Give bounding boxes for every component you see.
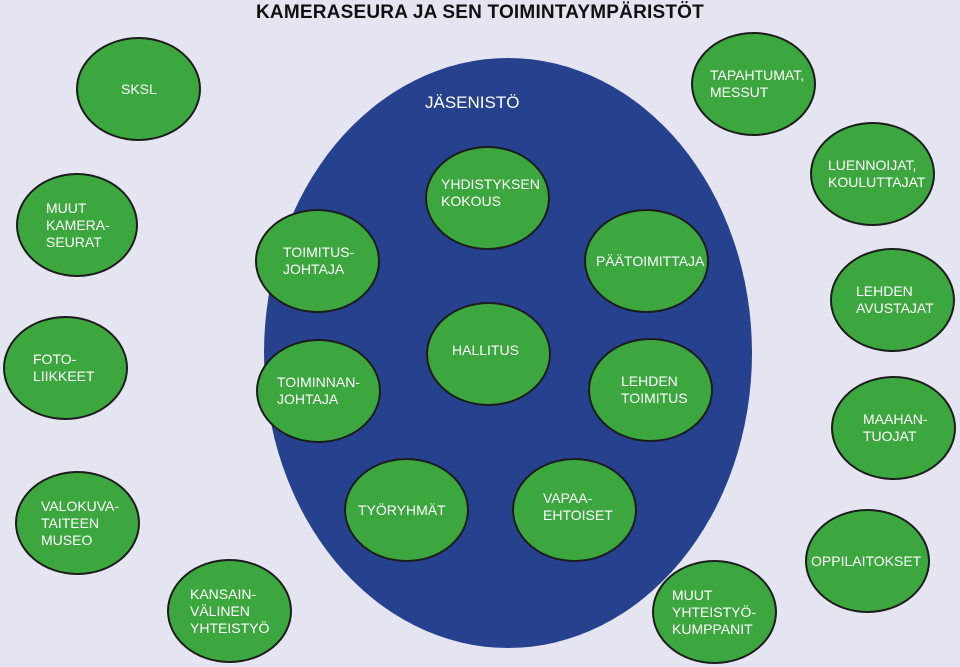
node-tyoryhmat: TYÖRYHMÄT (344, 458, 469, 562)
node-hallitus: HALLITUS (426, 302, 551, 406)
node-luennoijat-kouluttajat: LUENNOIJAT, KOULUTTAJAT (810, 122, 935, 226)
node-valokuvataiteen-museo: VALOKUVA- TAITEEN MUSEO (15, 471, 140, 575)
node-label: VALOKUVA- TAITEEN MUSEO (41, 497, 120, 548)
node-label: TOIMINNAN- JOHTAJA (277, 374, 360, 407)
node-muut-kameraseurat: MUUT KAMERA- SEURAT (16, 173, 138, 277)
node-fotoliikkeet: FOTO- LIIKKEET (3, 316, 128, 420)
node-toiminnanjohtaja: TOIMINNAN- JOHTAJA (256, 339, 381, 443)
node-label: LEHDEN AVUSTAJAT (856, 283, 934, 316)
node-label: LUENNOIJAT, KOULUTTAJAT (828, 157, 926, 190)
node-label: PÄÄTOIMITTAJA (596, 252, 705, 269)
node-label: SKSL (121, 80, 157, 97)
node-label: FOTO- LIIKKEET (33, 351, 95, 384)
node-label: TAPAHTUMAT, MESSUT (710, 67, 805, 100)
node-label: LEHDEN TOIMITUS (621, 373, 688, 406)
node-yhdistyksen-kokous: YHDISTYKSEN KOKOUS (425, 146, 550, 250)
node-sksl: SKSL (76, 37, 201, 141)
node-label: MUUT KAMERA- SEURAT (46, 199, 110, 250)
node-label: MAAHAN- TUOJAT (863, 411, 928, 444)
node-label: VAPAA- EHTOISET (543, 490, 613, 523)
node-muut-yhteistyokumppanit: MUUT YHTEISTYÖ- KUMPPANIT (652, 560, 777, 664)
node-label: MUUT YHTEISTYÖ- KUMPPANIT (672, 586, 757, 637)
node-kansainvalinen-yhteistyo: KANSAIN- VÄLINEN YHTEISTYÖ (167, 559, 292, 663)
node-lehden-toimitus: LEHDEN TOIMITUS (588, 338, 713, 442)
jasenisto-label: JÄSENISTÖ (425, 93, 520, 112)
diagram-title: KAMERASEURA JA SEN TOIMINTAYMPÄRISTÖT (256, 2, 704, 23)
node-label: YHDISTYKSEN KOKOUS (441, 176, 540, 209)
node-vapaaehtoiset: VAPAA- EHTOISET (512, 458, 637, 562)
node-toimitusjohtaja: TOIMITUS- JOHTAJA (255, 209, 380, 313)
node-label: KANSAIN- VÄLINEN YHTEISTYÖ (190, 585, 270, 636)
node-lehden-avustajat: LEHDEN AVUSTAJAT (830, 248, 955, 352)
node-label: HALLITUS (452, 341, 519, 358)
node-paatoimittaja: PÄÄTOIMITTAJA (584, 209, 709, 313)
node-oppilaitokset: OPPILAITOKSET (805, 509, 930, 613)
node-label: TOIMITUS- JOHTAJA (283, 244, 355, 277)
node-label: OPPILAITOKSET (811, 552, 922, 569)
node-tapahtumat-messut: TAPAHTUMAT, MESSUT (691, 32, 816, 136)
node-label: TYÖRYHMÄT (358, 501, 446, 518)
node-maahantuojat: MAAHAN- TUOJAT (831, 376, 956, 480)
